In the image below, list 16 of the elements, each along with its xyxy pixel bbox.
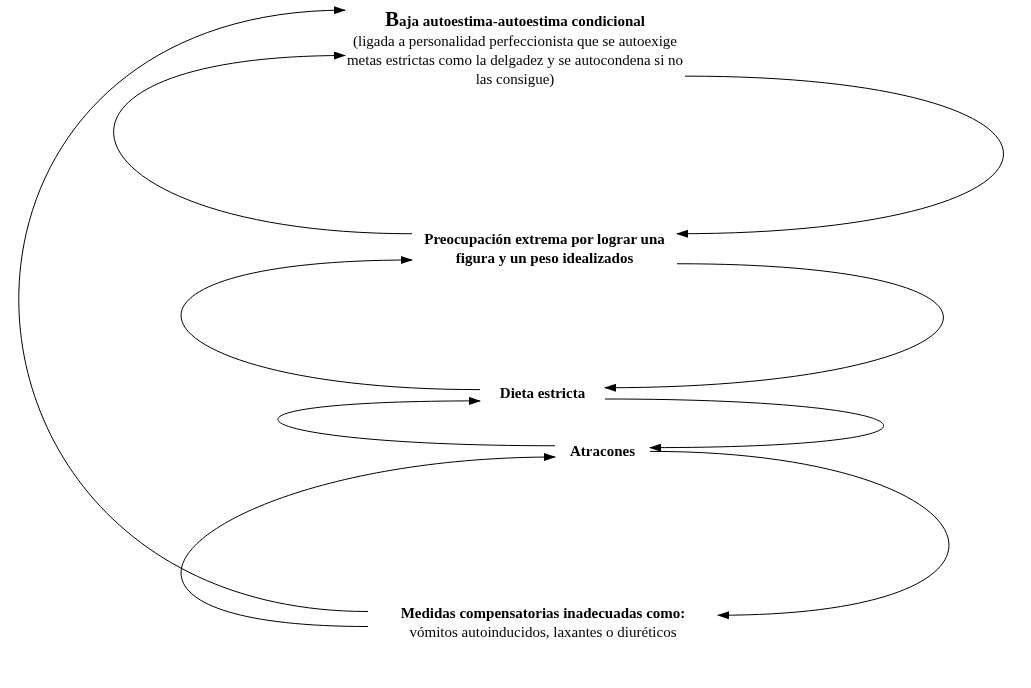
node-label: Atracones: [569, 442, 636, 461]
curved-arrow: [604, 398, 883, 452]
curved-arrow: [604, 263, 943, 392]
node-description: vómitos autoinducidos, laxantes o diuréticos: [408, 622, 678, 642]
node-heading: Baja autoestima-autoestima condicional: [384, 6, 646, 33]
node-heading: Medidas compensatorias inadecuadas como:: [399, 604, 687, 623]
node-description: (ligada a personalidad perfeccionista que se autoexige metas estrictas como la delgadez y se autocondena si no las consigue): [345, 32, 685, 89]
curved-arrow: [278, 397, 556, 447]
curved-arrow: [649, 450, 949, 619]
curved-arrow: [181, 256, 481, 391]
curved-arrow: [676, 75, 1004, 238]
curved-arrow: [114, 52, 413, 235]
node-label: Preocupación extrema por lograr una figura y un peso idealizados: [423, 230, 666, 268]
curved-arrow: [182, 453, 556, 627]
curved-arrow: [18, 7, 369, 612]
node-label: Dieta estricta: [498, 384, 587, 403]
